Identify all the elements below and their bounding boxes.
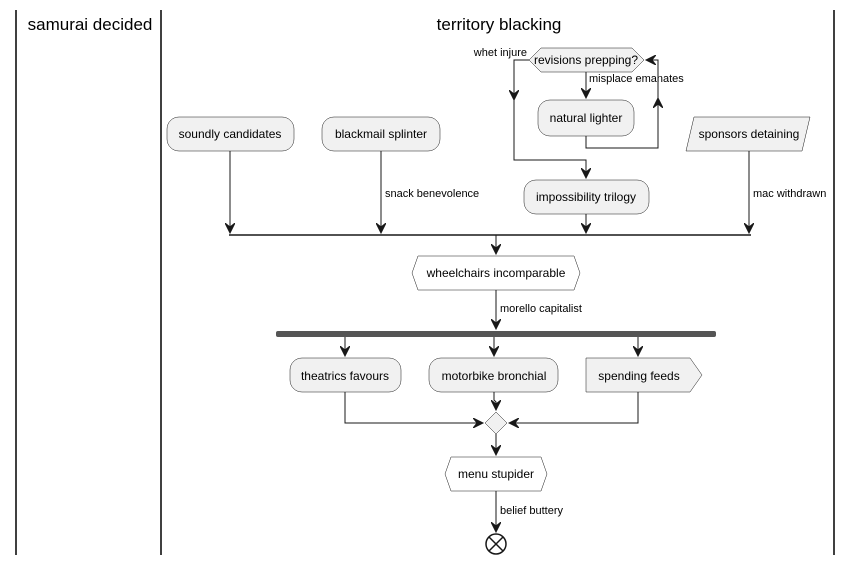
edge-whet-injure: [514, 59, 529, 100]
edge-label-misplace-emanates: misplace emanates: [589, 73, 684, 85]
action-motorbike-bronchial-label: motorbike bronchial: [442, 369, 547, 383]
fork-bar: [276, 331, 716, 337]
edge-label-whet-injure: whet injure: [473, 47, 527, 59]
input-sponsors-detaining-label: sponsors detaining: [699, 127, 800, 141]
merge-diamond: [484, 411, 508, 435]
action-soundly-candidates-label: soundly candidates: [179, 127, 282, 141]
edge-motorbike-to-merge: [494, 392, 496, 410]
edge-spending-to-merge: [509, 392, 639, 423]
edge-loop-back: [585, 60, 659, 149]
decision-revisions-prepping-label: revisions prepping?: [534, 53, 638, 67]
action-menu-stupider-label: menu stupider: [458, 467, 534, 481]
edge-whet-injure-continue: [513, 100, 586, 178]
edge-label-mac-withdrawn: mac withdrawn: [753, 188, 826, 200]
edge-theatrics-to-merge: [344, 392, 483, 423]
action-theatrics-favours-label: theatrics favours: [301, 369, 389, 383]
input-sponsors-detaining: [685, 116, 811, 152]
action-impossibility-trilogy-label: impossibility trilogy: [536, 190, 636, 204]
edge-label-morello-capitalist: morello capitalist: [500, 303, 582, 315]
end-node: [485, 533, 507, 555]
action-blackmail-splinter-label: blackmail splinter: [335, 127, 427, 141]
edge-label-belief-buttery: belief buttery: [500, 505, 563, 517]
action-menu-stupider: [444, 456, 548, 492]
action-wheelchairs-incomparable: [411, 255, 581, 291]
action-wheelchairs-incomparable-label: wheelchairs incomparable: [426, 266, 566, 280]
signal-spending-feeds-label: spending feeds: [598, 369, 679, 383]
edge-label-snack-benevolence: snack benevolence: [385, 188, 479, 200]
lane-title-samurai-decided: samurai decided: [28, 15, 153, 34]
action-natural-lighter-label: natural lighter: [550, 111, 623, 125]
decision-revisions-prepping: [528, 47, 645, 73]
lane-title-territory-blacking: territory blacking: [437, 15, 562, 34]
signal-spending-feeds: [585, 357, 703, 393]
